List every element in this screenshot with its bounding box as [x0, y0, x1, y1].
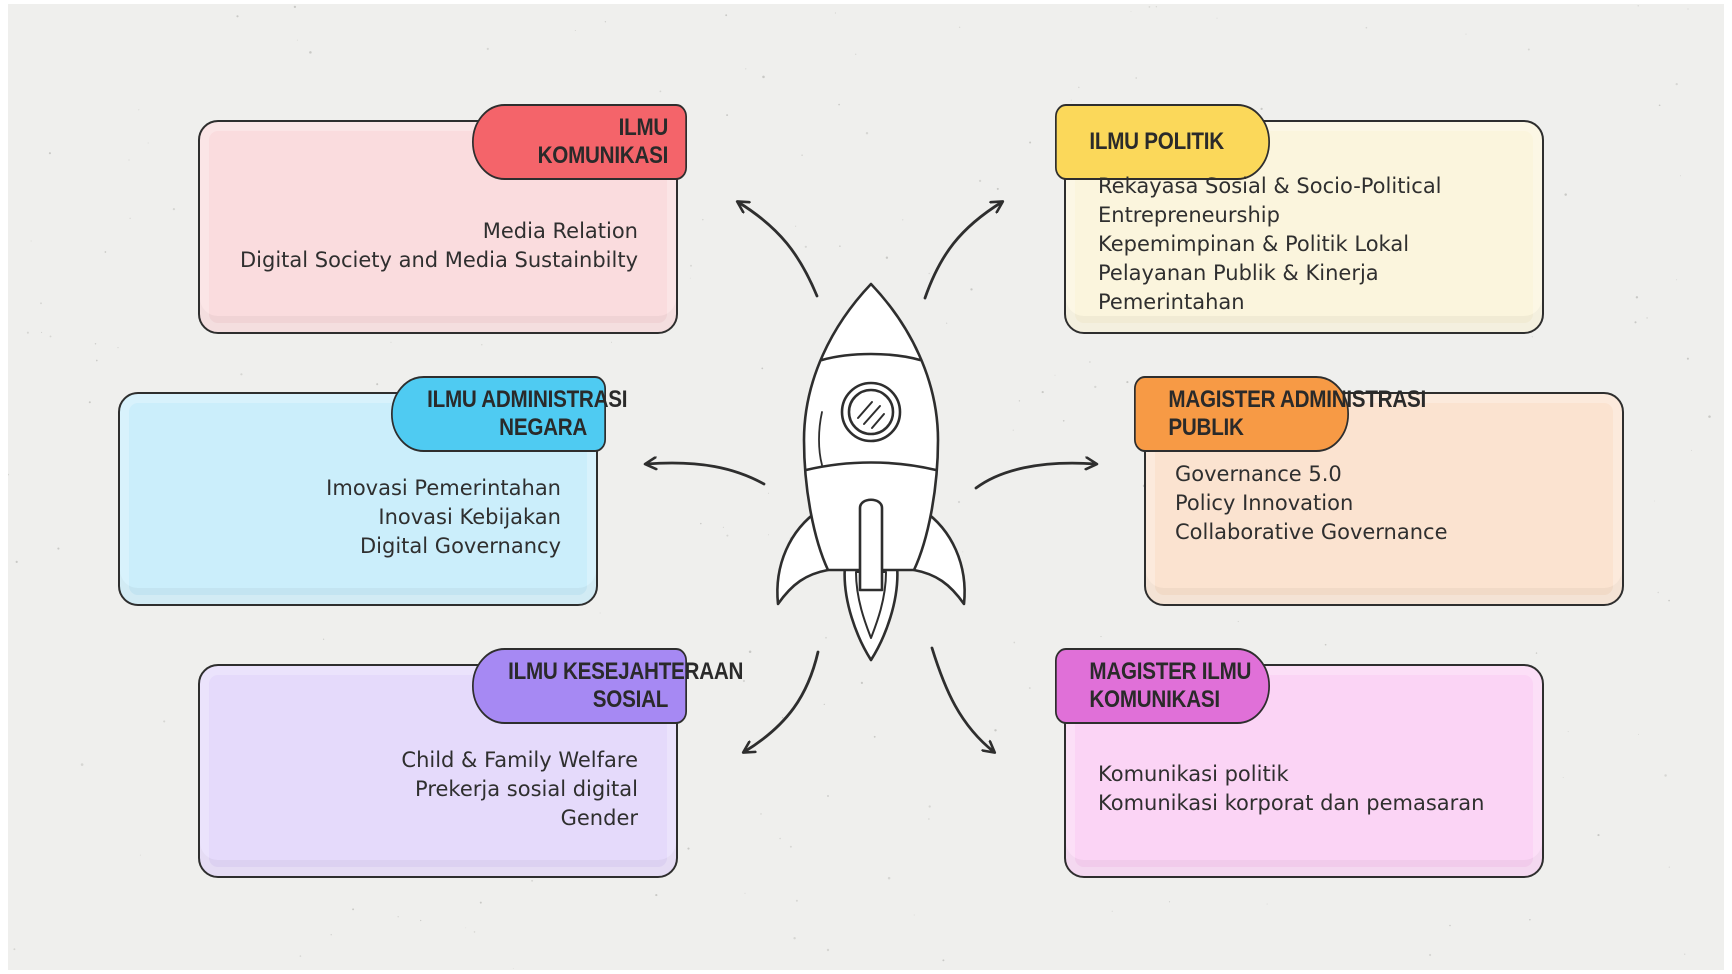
list-item: Kepemimpinan & Politik Lokal	[1098, 232, 1410, 256]
list-item: Imovasi Pemerintahan	[326, 476, 561, 500]
tab-title-line: MAGISTER ILMU	[1089, 658, 1252, 686]
list-item: Inovasi Kebijakan	[378, 505, 561, 529]
list-item: Rekayasa Sosial & Socio-Political	[1098, 174, 1442, 198]
list-item: Gender	[560, 806, 638, 830]
tab-ilmu-kesejahteraan-sosial: ILMU KESEJAHTERAAN SOSIAL	[472, 648, 744, 724]
arrow-to-ilmu-komunikasi	[738, 202, 819, 298]
rocket-icon	[776, 282, 966, 662]
list-item: Pemerintahan	[1098, 290, 1245, 314]
tab-title-line: KOMUNIKASI	[1089, 686, 1220, 713]
list-item: Komunikasi politik	[1098, 762, 1289, 786]
tab-ilmu-politik: ILMU POLITIK	[1055, 104, 1270, 180]
card-ilmu-administrasi-negara	[118, 392, 598, 606]
list-item: Policy Innovation	[1175, 491, 1354, 515]
items-magister-administrasi-publik: Governance 5.0 Policy Innovation Collabo…	[1175, 460, 1448, 547]
tab-magister-ilmu-komunikasi: MAGISTER ILMU KOMUNIKASI	[1055, 648, 1270, 724]
list-item: Pelayanan Publik & Kinerja	[1098, 261, 1379, 285]
tab-magister-administrasi-publik: MAGISTER ADMINISTRASI PUBLIK	[1134, 376, 1426, 452]
items-ilmu-politik: Rekayasa Sosial & Socio-Political Entrep…	[1098, 172, 1442, 317]
list-item: Digital Society and Media Sustainbilty	[239, 248, 638, 272]
arrow-to-magister-administrasi-publik	[974, 463, 1096, 490]
items-ilmu-administrasi-negara: Imovasi Pemerintahan Inovasi Kebijakan D…	[326, 474, 561, 561]
items-ilmu-komunikasi: Media Relation Digital Society and Media…	[240, 217, 638, 275]
tab-ilmu-komunikasi: ILMU KOMUNIKASI	[472, 104, 687, 180]
arrow-to-ilmu-politik	[923, 202, 1002, 300]
tab-title-line: ILMU KESEJAHTERAAN	[508, 658, 744, 686]
tab-title-line: MAGISTER ADMINISTRASI	[1168, 386, 1426, 414]
arrow-to-ilmu-administrasi-negara	[646, 463, 766, 486]
arrow-to-ilmu-kesejahteraan-sosial	[744, 650, 820, 752]
list-item: Prekerja sosial digital	[415, 777, 638, 801]
tab-title-line: NEGARA	[499, 414, 588, 441]
arrow-to-magister-ilmu-komunikasi	[930, 646, 994, 752]
tab-title-line: ILMU	[618, 114, 669, 142]
list-item: Komunikasi korporat dan pemasaran	[1098, 791, 1485, 815]
items-magister-ilmu-komunikasi: Komunikasi politik Komunikasi korporat d…	[1098, 760, 1484, 818]
tab-title-line: PUBLIK	[1168, 414, 1244, 441]
tab-title-line: ILMU POLITIK	[1089, 128, 1224, 156]
list-item: Entrepreneurship	[1098, 203, 1280, 227]
tab-title-line: SOSIAL	[592, 686, 669, 713]
list-item: Media Relation	[482, 219, 638, 243]
list-item: Governance 5.0	[1175, 462, 1342, 486]
list-item: Digital Governancy	[360, 534, 561, 558]
tab-title-line: ILMU ADMINISTRASI	[427, 386, 628, 414]
tab-ilmu-administrasi-negara: ILMU ADMINISTRASI NEGARA	[391, 376, 628, 452]
list-item: Child & Family Welfare	[401, 748, 638, 772]
items-ilmu-kesejahteraan-sosial: Child & Family Welfare Prekerja sosial d…	[401, 746, 638, 833]
tab-title-line: KOMUNIKASI	[537, 142, 669, 169]
list-item: Collaborative Governance	[1175, 520, 1448, 544]
